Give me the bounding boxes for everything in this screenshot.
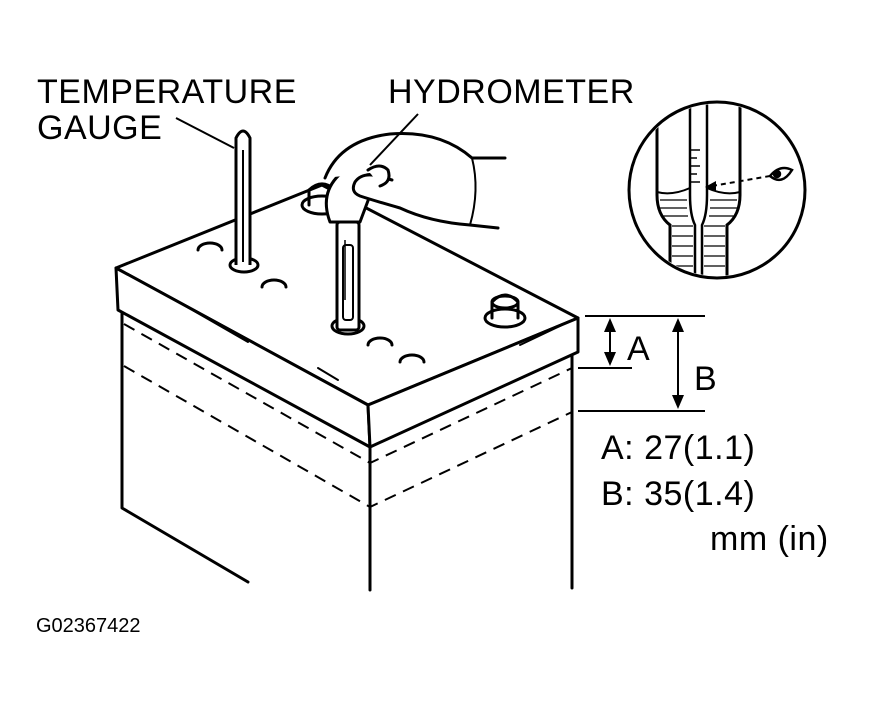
filler-hole [366, 336, 394, 347]
battery-terminal-right [483, 293, 527, 329]
filler-hole [398, 353, 426, 364]
temperature-gauge [234, 129, 252, 265]
filler-hole [260, 278, 288, 289]
dim-a-arrow-down [604, 352, 616, 366]
units-label: mm (in) [710, 520, 829, 558]
lid-mark [519, 324, 563, 346]
temperature-gauge-leader [175, 117, 235, 149]
electrolyte-lower-level-line [123, 365, 573, 509]
sight-arrow [705, 181, 716, 192]
battery-case [120, 310, 250, 584]
temperature-gauge-label-line1: TEMPERATURE [37, 73, 297, 111]
hydrometer-leader [369, 113, 419, 166]
filler-hole [196, 241, 224, 252]
spec-a-value: A: 27(1.1) [601, 429, 756, 467]
spec-b-value: B: 35(1.4) [601, 475, 756, 513]
battery-lid-right-face [366, 316, 580, 449]
sight-line [711, 175, 771, 187]
dim-a-arrow-up [604, 318, 616, 332]
hydrometer-label: HYDROMETER [388, 73, 635, 111]
temperature-gauge-label-line2: GAUGE [37, 109, 163, 147]
hand-holding-hydrometer [323, 132, 507, 230]
dim-b-arrow-up [672, 318, 684, 332]
lid-mark [174, 299, 249, 343]
eye-icon [768, 166, 794, 182]
electrolyte-upper-level-line [123, 323, 573, 465]
dimension-a-label: A [627, 330, 651, 368]
magnified-reading-inset [627, 100, 807, 280]
figure-code: G02367422 [36, 615, 141, 637]
dim-b-arrow-down [672, 395, 684, 409]
lid-mark [317, 367, 339, 381]
dimension-b-label: B [694, 360, 718, 398]
